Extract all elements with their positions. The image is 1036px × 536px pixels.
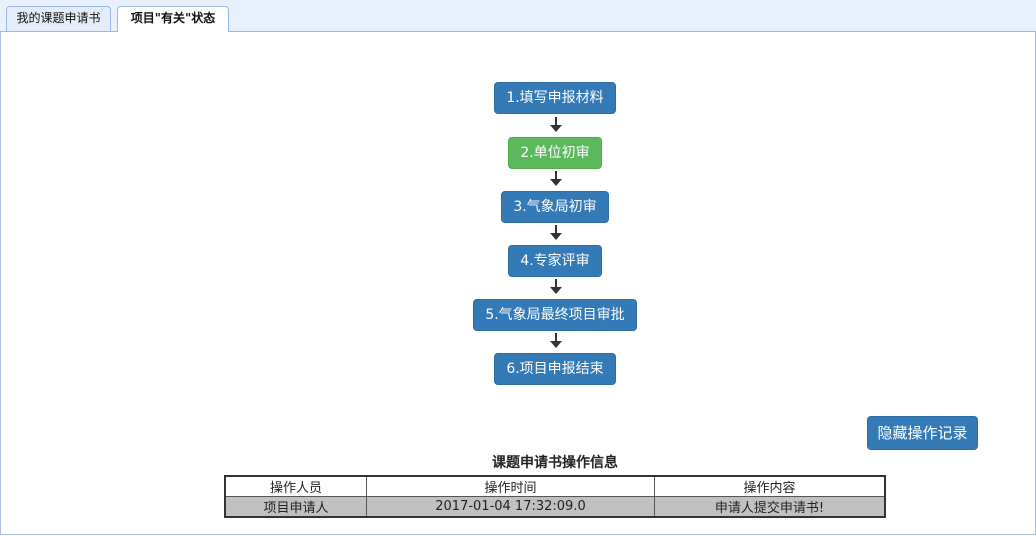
table-cell-operator: 项目申请人 — [224, 496, 367, 518]
table-header-row: 操作人员 操作时间 操作内容 — [224, 475, 886, 497]
tab-bar: 我的课题申请书 项目"有关"状态 — [0, 0, 1036, 32]
arrow-down-icon — [550, 171, 562, 186]
arrow-down-icon — [550, 279, 562, 294]
table-cell-time: 2017-01-04 17:32:09.0 — [366, 496, 655, 518]
flow-step-3[interactable]: 3.气象局初审 — [501, 191, 609, 223]
flow-step-5[interactable]: 5.气象局最终项目审批 — [473, 299, 637, 331]
flow-step-4[interactable]: 4.专家评审 — [508, 245, 602, 277]
hide-log-button[interactable]: 隐藏操作记录 — [867, 416, 978, 450]
column-header-content: 操作内容 — [654, 475, 886, 497]
arrow-down-icon — [550, 333, 562, 348]
column-header-operator: 操作人员 — [224, 475, 367, 497]
flow-step-6[interactable]: 6.项目申报结束 — [494, 353, 616, 385]
arrow-down-icon — [550, 117, 562, 132]
arrow-down-icon — [550, 225, 562, 240]
operation-log-table: 操作人员 操作时间 操作内容 项目申请人 2017-01-04 17:32:09… — [224, 475, 886, 518]
operation-info-title: 课题申请书操作信息 — [492, 455, 618, 471]
tab-project-status[interactable]: 项目"有关"状态 — [117, 6, 229, 32]
flow-step-1[interactable]: 1.填写申报材料 — [494, 82, 616, 114]
tab-my-applications[interactable]: 我的课题申请书 — [6, 6, 111, 31]
table-row: 项目申请人 2017-01-04 17:32:09.0 申请人提交申请书! — [224, 496, 886, 518]
table-cell-content: 申请人提交申请书! — [654, 496, 886, 518]
column-header-time: 操作时间 — [366, 475, 655, 497]
flow-step-2[interactable]: 2.单位初审 — [508, 137, 602, 169]
